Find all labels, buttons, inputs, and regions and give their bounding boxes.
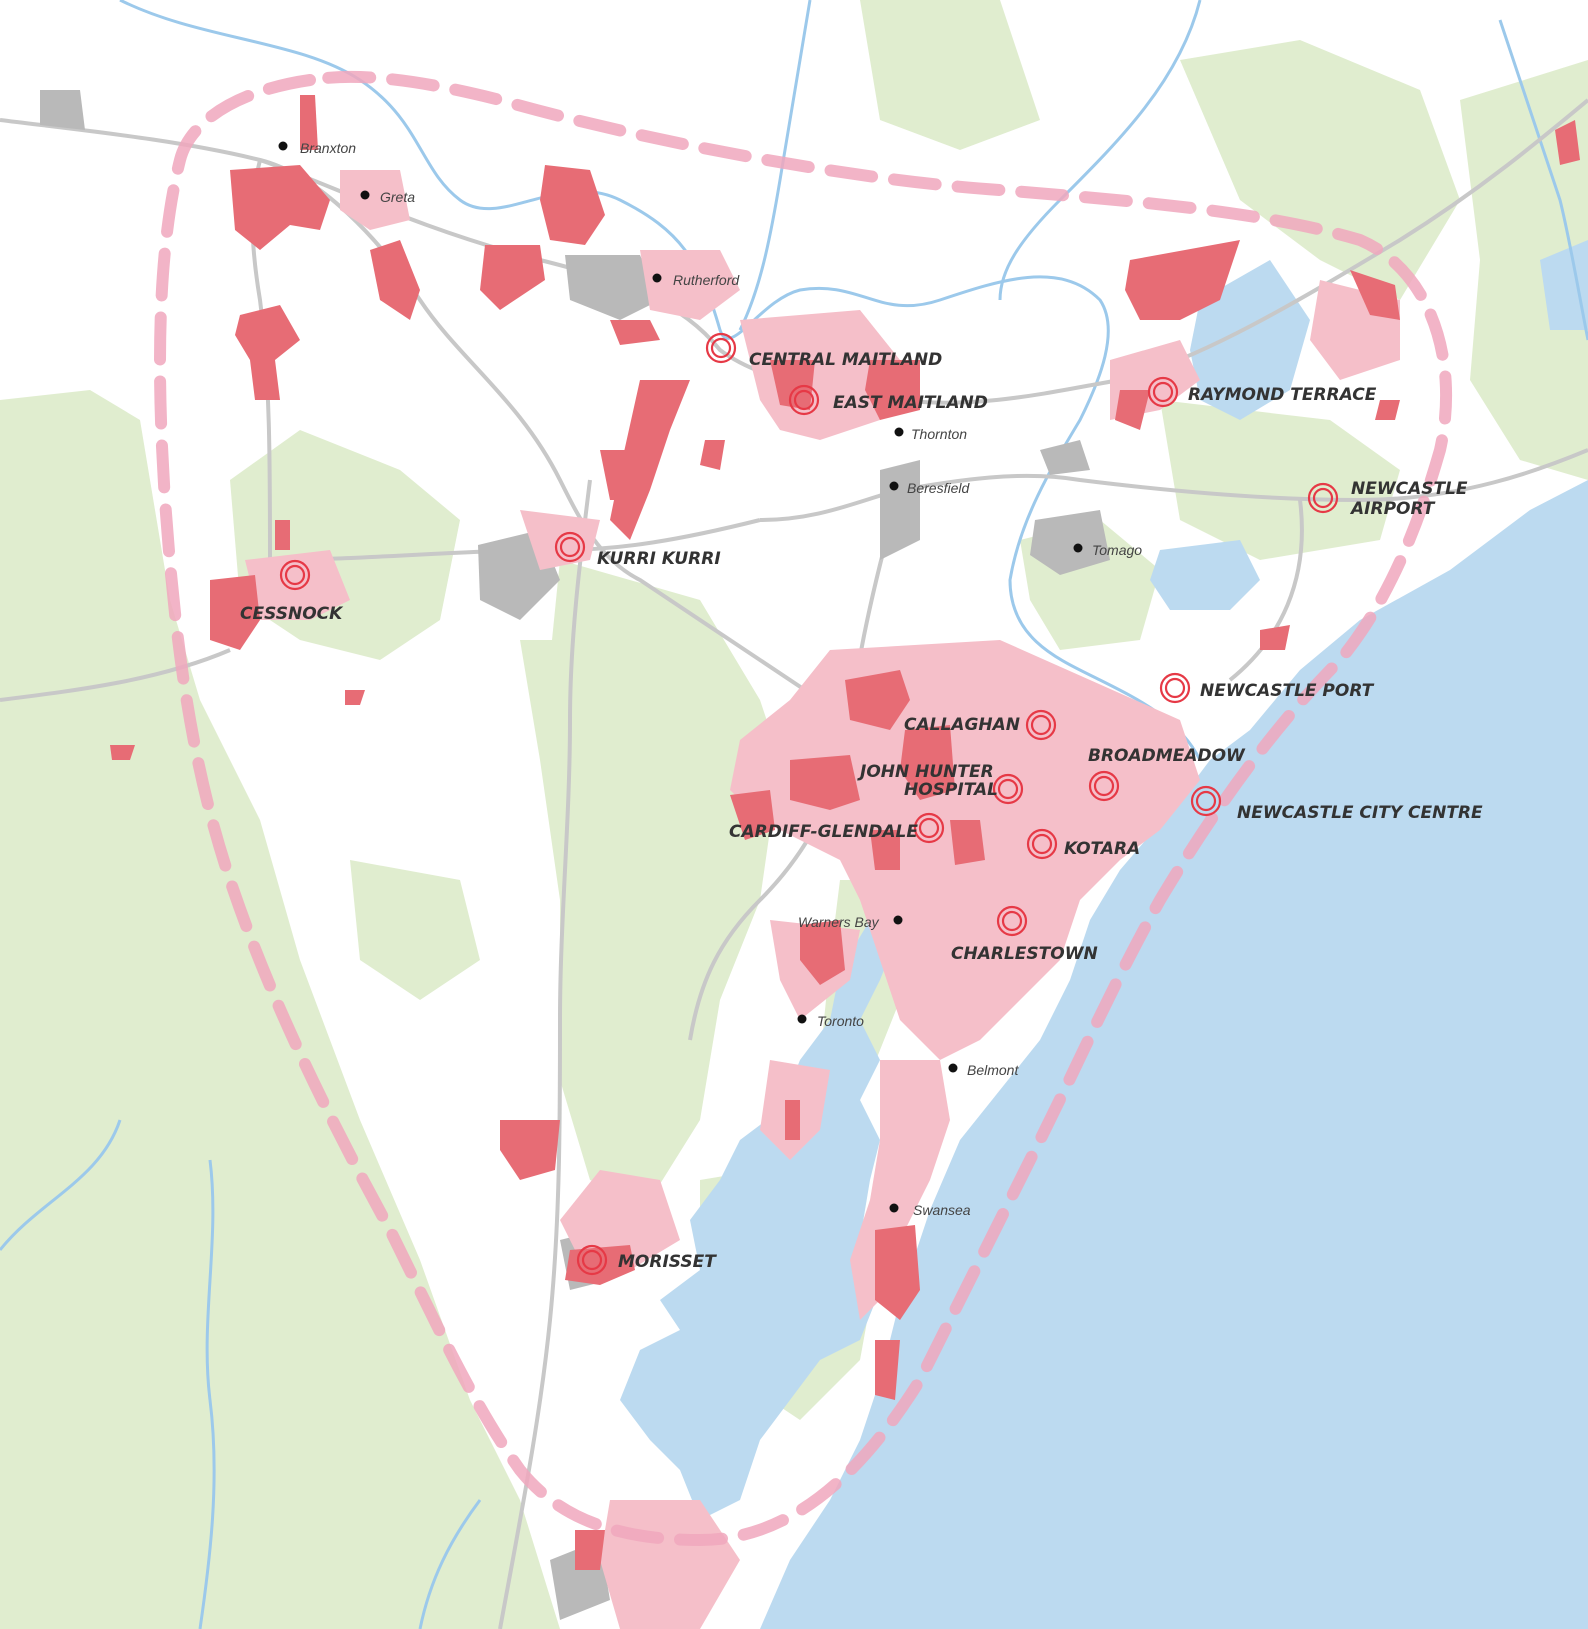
double-ring-icon — [1190, 785, 1222, 817]
center-label-cardiff-glendale: CARDIFF-GLENDALE — [729, 822, 918, 842]
town-label-rutherford: Rutherford — [673, 272, 740, 288]
center-central-maitland[interactable]: CENTRAL MAITLAND — [705, 332, 942, 370]
town-warners-bay: Warners Bay — [798, 914, 903, 930]
strategic-centres-layer: CENTRAL MAITLAND EAST MAITLAND RAYMOND T… — [240, 332, 1483, 1276]
center-label-east-maitland: EAST MAITLAND — [833, 393, 988, 413]
double-ring-icon — [1026, 828, 1058, 860]
town-label-tomago: Tomago — [1092, 542, 1142, 558]
double-ring-icon — [788, 384, 820, 416]
dot-icon — [948, 1063, 958, 1073]
dot-icon — [893, 915, 903, 925]
center-label-morisset: MORISSET — [618, 1252, 717, 1272]
double-ring-icon — [279, 559, 311, 591]
dot-icon — [652, 273, 662, 283]
town-label-branxton: Branxton — [300, 140, 356, 156]
center-kurri-kurri[interactable]: KURRI KURRI — [554, 531, 721, 569]
center-label-cessnock: CESSNOCK — [240, 604, 344, 624]
center-john-hunter-hospital[interactable]: JOHN HUNTER HOSPITAL — [857, 762, 1024, 805]
dot-icon — [797, 1014, 807, 1024]
center-kotara[interactable]: KOTARA — [1026, 828, 1140, 860]
double-ring-icon — [992, 773, 1024, 805]
center-label-newcastle-city-centre: NEWCASTLE CITY CENTRE — [1237, 803, 1483, 823]
town-belmont: Belmont — [948, 1062, 1019, 1078]
center-label-broadmeadow: BROADMEADOW — [1088, 746, 1246, 766]
center-label-john-hunter-line2: HOSPITAL — [904, 780, 998, 800]
center-callaghan[interactable]: CALLAGHAN — [904, 709, 1057, 741]
center-label-callaghan: CALLAGHAN — [904, 715, 1020, 735]
fullerton-cove — [1150, 540, 1260, 610]
town-label-greta: Greta — [380, 189, 415, 205]
town-label-swansea: Swansea — [913, 1202, 971, 1218]
double-ring-icon — [576, 1244, 608, 1276]
double-ring-icon — [913, 812, 945, 844]
center-cardiff-glendale[interactable]: CARDIFF-GLENDALE — [729, 812, 945, 844]
dot-icon — [894, 427, 904, 437]
center-label-central-maitland: CENTRAL MAITLAND — [749, 350, 942, 370]
center-label-john-hunter: JOHN HUNTER — [857, 762, 994, 782]
ocean — [760, 480, 1588, 1629]
double-ring-icon — [1025, 709, 1057, 741]
center-label-newcastle-port: NEWCASTLE PORT — [1200, 681, 1375, 701]
town-label-thornton: Thornton — [911, 426, 967, 442]
center-label-kurri-kurri: KURRI KURRI — [597, 549, 721, 569]
double-ring-icon — [1307, 482, 1339, 514]
dot-icon — [889, 1203, 899, 1213]
center-label-charlestown: CHARLESTOWN — [951, 944, 1098, 964]
town-label-belmont: Belmont — [967, 1062, 1019, 1078]
town-tomago: Tomago — [1073, 542, 1142, 558]
growth-boundary — [154, 70, 1452, 1547]
center-newcastle-airport[interactable]: NEWCASTLE AIRPORT — [1307, 479, 1468, 519]
center-charlestown[interactable]: CHARLESTOWN — [951, 905, 1098, 964]
dot-icon — [889, 481, 899, 491]
center-newcastle-port[interactable]: NEWCASTLE PORT — [1159, 672, 1375, 704]
center-raymond-terrace[interactable]: RAYMOND TERRACE — [1147, 376, 1377, 408]
growth-area-layer — [110, 95, 1580, 1570]
town-thornton: Thornton — [894, 426, 967, 442]
double-ring-icon — [705, 332, 737, 364]
town-toronto: Toronto — [797, 1013, 864, 1029]
towns-layer: Branxton Greta Rutherford Thornton Beres… — [278, 140, 1142, 1218]
town-label-beresfield: Beresfield — [907, 480, 970, 496]
dot-icon — [360, 190, 370, 200]
double-ring-icon — [996, 905, 1028, 937]
double-ring-icon — [1159, 672, 1191, 704]
swan-bay — [1540, 240, 1588, 330]
center-label-newcastle-airport: NEWCASTLE — [1351, 479, 1468, 499]
center-label-raymond-terrace: RAYMOND TERRACE — [1188, 385, 1377, 405]
double-ring-icon — [1088, 770, 1120, 802]
center-cessnock[interactable]: CESSNOCK — [240, 559, 344, 624]
dot-icon — [1073, 543, 1083, 553]
center-label-kotara: KOTARA — [1064, 839, 1140, 859]
town-label-warners-bay: Warners Bay — [798, 914, 880, 930]
center-east-maitland[interactable]: EAST MAITLAND — [788, 384, 988, 416]
dot-icon — [278, 141, 288, 151]
center-morisset[interactable]: MORISSET — [576, 1244, 717, 1276]
town-greta: Greta — [360, 189, 415, 205]
double-ring-icon — [1147, 376, 1179, 408]
center-broadmeadow[interactable]: BROADMEADOW — [1088, 746, 1246, 802]
center-label-newcastle-airport-line2: AIRPORT — [1349, 499, 1436, 519]
town-branxton: Branxton — [278, 140, 356, 156]
town-beresfield: Beresfield — [889, 480, 970, 496]
double-ring-icon — [554, 531, 586, 563]
town-swansea: Swansea — [889, 1202, 971, 1218]
center-newcastle-city-centre[interactable]: NEWCASTLE CITY CENTRE — [1190, 785, 1483, 823]
town-label-toronto: Toronto — [817, 1013, 864, 1029]
town-rutherford: Rutherford — [652, 272, 740, 288]
